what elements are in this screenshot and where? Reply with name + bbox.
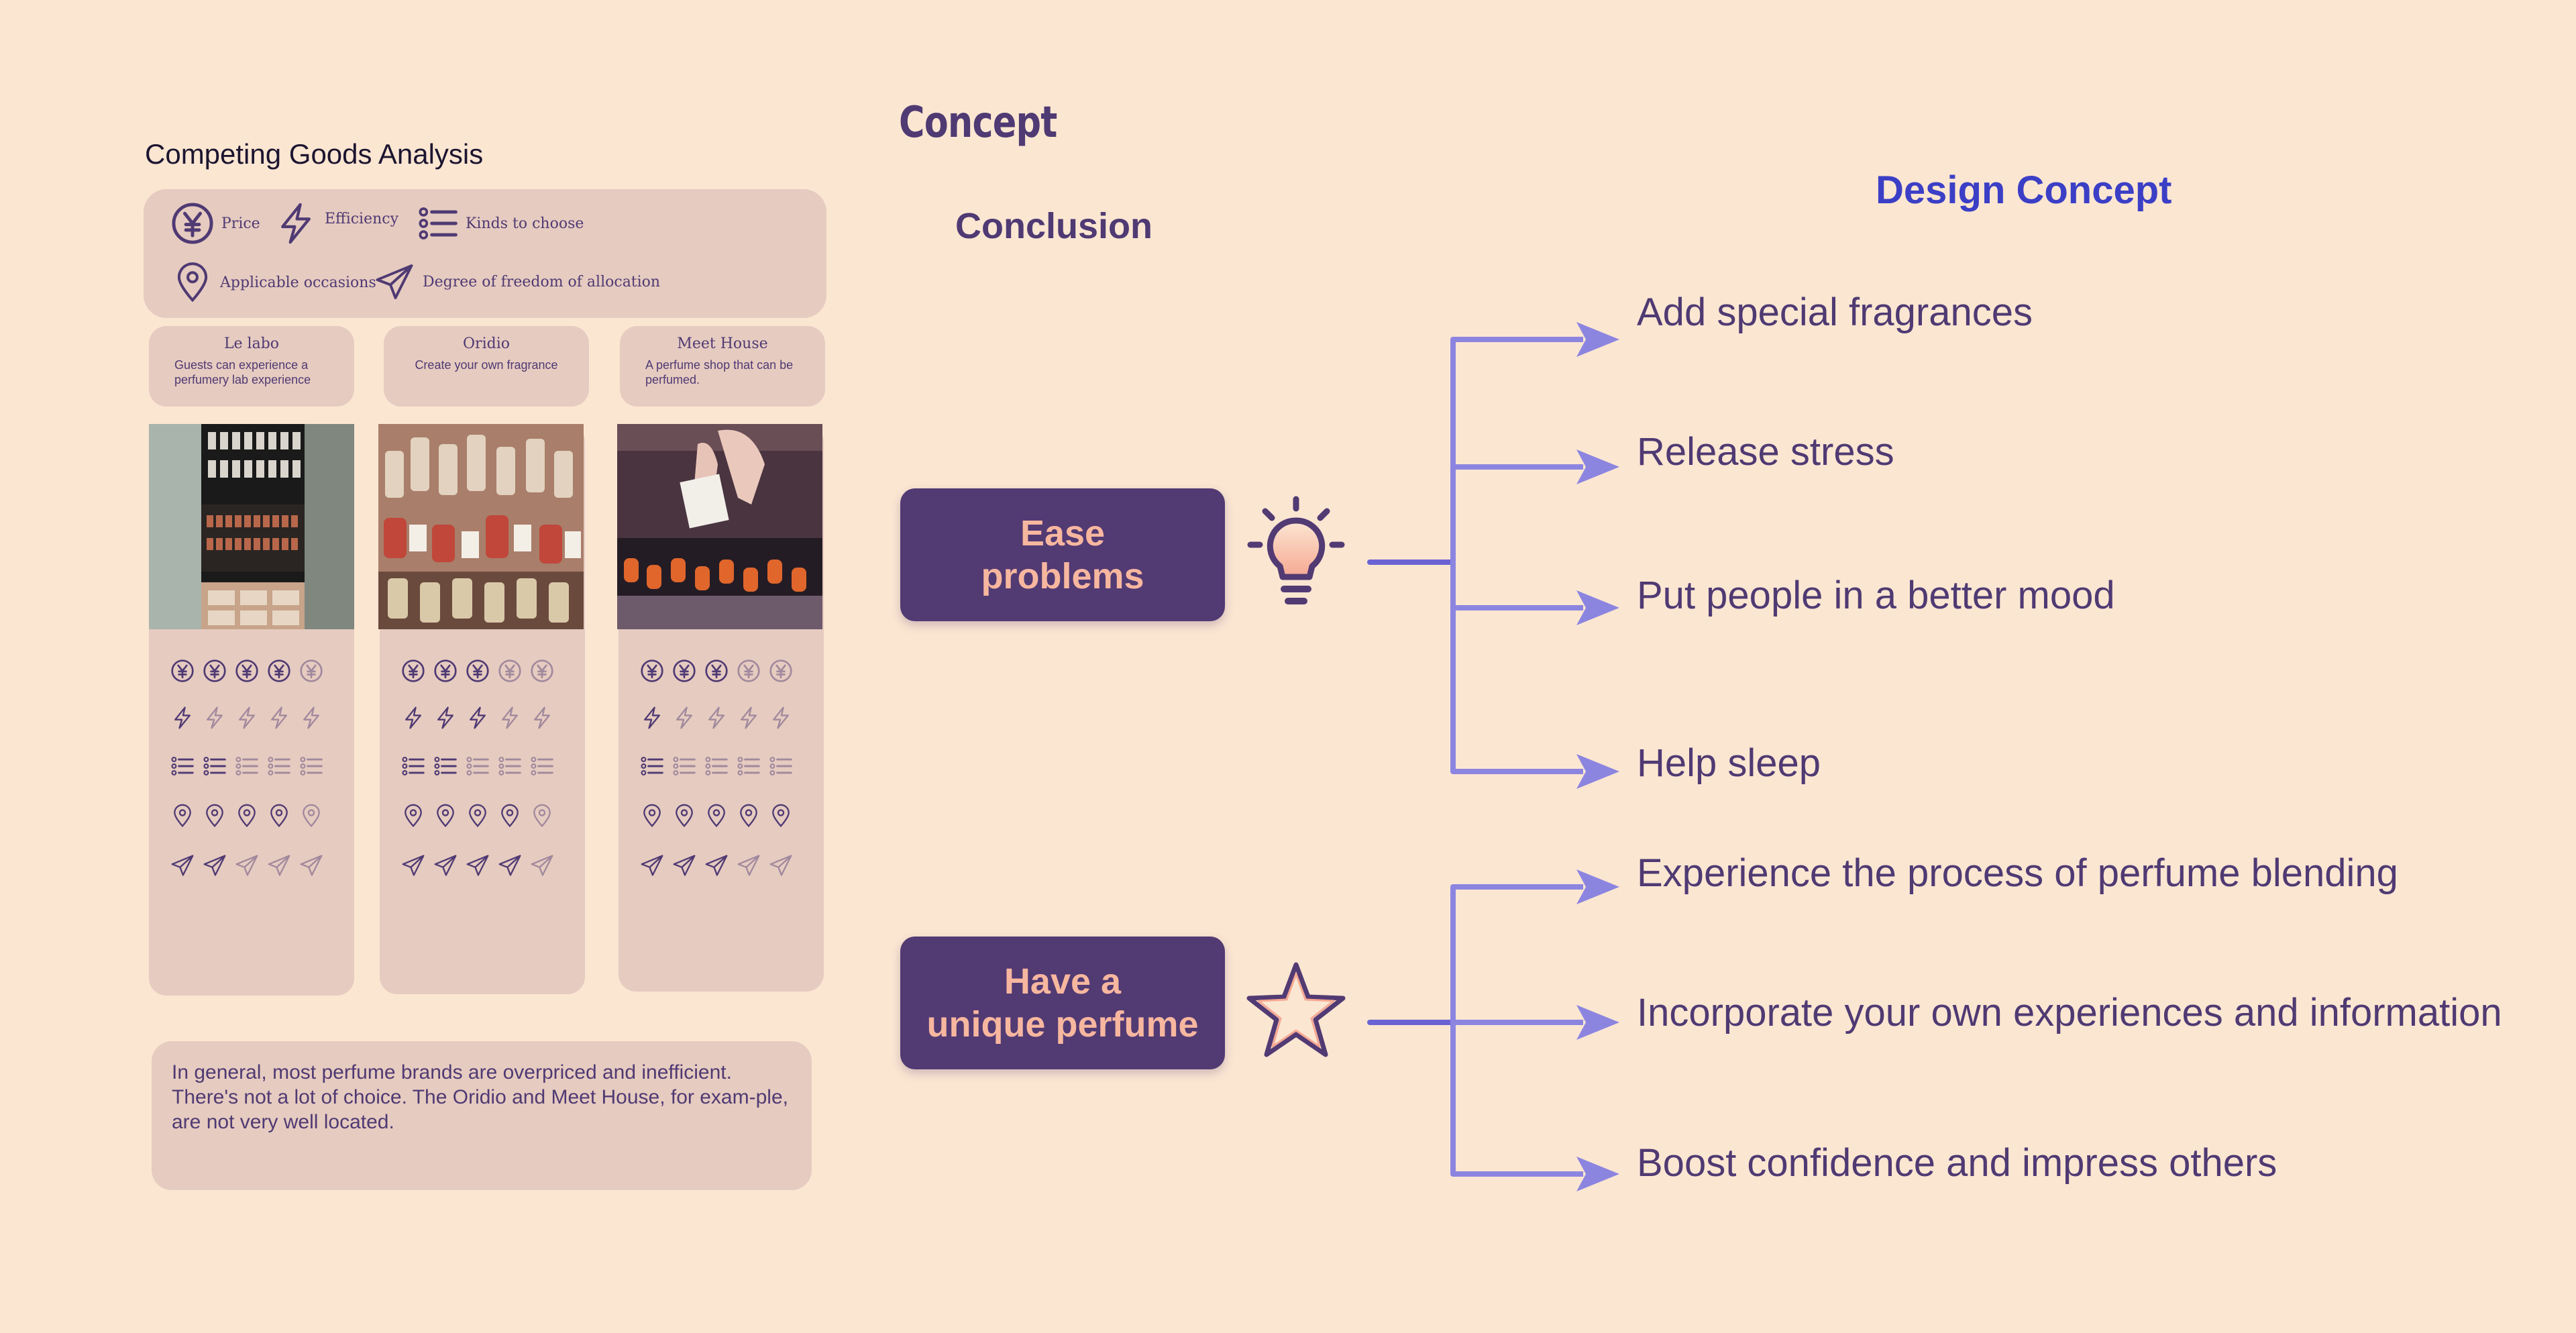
legend-label: Kinds to choose [466,215,584,232]
design-concept-heading: Design Concept [1876,168,2172,212]
design-concept-item: Release stress [1637,430,1894,474]
design-concept-item: Add special fragrances [1637,290,2033,334]
brand-desc: Create your own fragrance [415,358,558,372]
legend-kinds: Kinds to choose [417,203,584,244]
concept-title: Concept [899,98,1057,148]
legend-occasions: Applicable occasions [172,260,376,305]
legend-freedom: Degree of freedom of allocation [373,262,660,302]
photo-oridio-bottles [378,424,584,629]
legend-efficiency: Efficiency [274,200,398,247]
legend-label: Applicable occasions [220,274,376,291]
lightbulb-icon [1247,496,1345,604]
legend-label: Price [221,215,260,232]
arrow-head [1576,869,1619,904]
arrow-head [1576,754,1619,789]
arrow-head [1576,322,1619,357]
arrow-head [1576,590,1619,625]
brand-desc: A perfume shop that can be perfumed. [645,358,794,386]
pill-line: Ease [1020,513,1106,553]
star-icon [1246,962,1346,1057]
pill-line: problems [981,556,1144,596]
legend-label: Efficiency [325,210,399,227]
legend-price: Price [170,201,260,246]
brand-name: Oridio [463,335,510,352]
brand-name: Meet House [677,335,768,352]
competing-goods-title: Competing Goods Analysis [145,138,484,170]
conclusion-heading: Conclusion [955,206,1152,246]
arrow-head [1576,1005,1619,1040]
brand-name: Le labo [223,335,280,352]
photo-meet-house-hands [617,424,822,629]
summary-text: In general, most perfume brands are over… [172,1061,788,1133]
design-concept-item: Experience the process of perfume blendi… [1637,851,2398,895]
arrow-head [1576,449,1619,484]
brand-card-le-labo: Le labo Guests can experience a perfumer… [149,326,354,407]
design-concept-item: Boost confidence and impress others [1637,1141,2277,1185]
design-concept-item: Incorporate your own experiences and inf… [1637,991,2502,1034]
legend-label: Degree of freedom of allocation [423,273,661,290]
summary-box: In general, most perfume brands are over… [152,1041,812,1190]
legend-box [144,189,826,318]
design-concept-item: Put people in a better mood [1637,574,2115,617]
brand-desc: Guests can experience a perfumery lab ex… [174,358,311,386]
arrow-head [1576,1157,1619,1191]
photo-le-labo-shelf [149,424,354,629]
pill-line: unique perfume [926,1004,1199,1045]
design-concept-item: Help sleep [1637,741,1821,785]
brand-card-oridio: Oridio Create your own fragrance [384,326,589,407]
brand-card-meet-house: Meet House A perfume shop that can be pe… [620,326,825,407]
pill-line: Have a [1004,961,1122,1002]
